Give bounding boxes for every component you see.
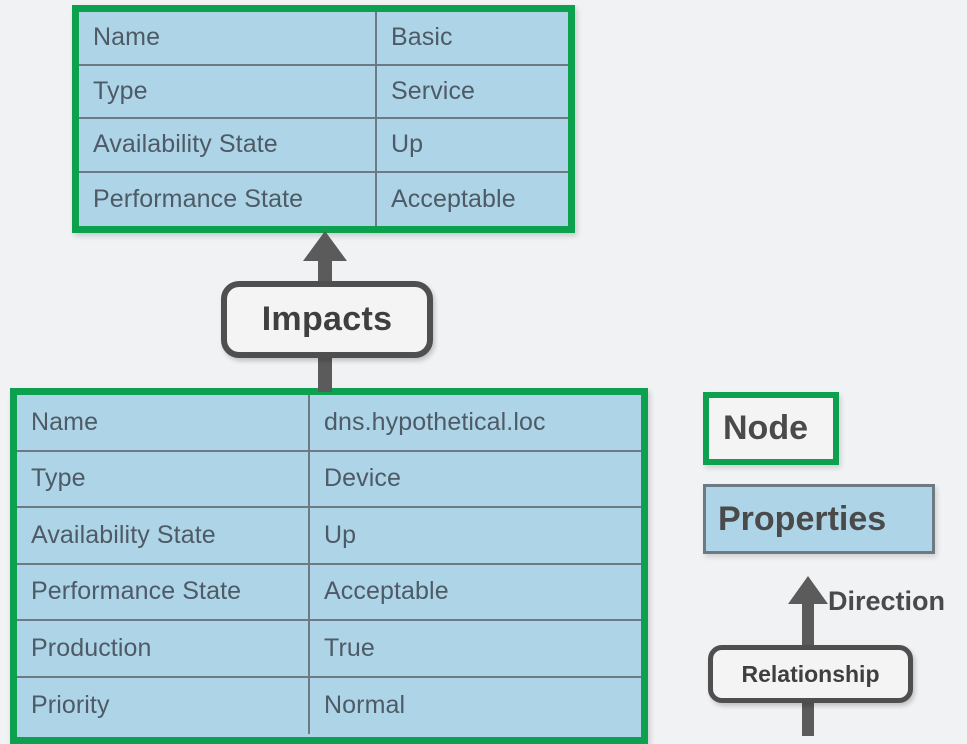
property-key: Type	[17, 451, 310, 506]
legend-direction-label: Direction	[828, 586, 946, 616]
relationship-label: Impacts	[261, 300, 393, 338]
legend-direction-connector-lower	[802, 700, 814, 736]
property-key: Name	[17, 395, 310, 450]
property-key: Performance State	[17, 564, 310, 619]
legend-swatch-relationship: Relationship	[708, 645, 913, 703]
table-row: Availability State Up	[17, 508, 641, 565]
table-row: Type Service	[79, 65, 568, 119]
property-key: Priority	[17, 677, 310, 734]
property-key: Performance State	[79, 172, 377, 226]
table-row: Name Basic	[79, 12, 568, 66]
property-value: True	[324, 633, 375, 662]
legend-relationship-label: Relationship	[741, 660, 880, 687]
property-value: Acceptable	[324, 577, 449, 606]
table-row: Performance State Acceptable	[79, 172, 568, 226]
property-value: Basic	[391, 23, 453, 52]
property-value: dns.hypothetical.loc	[324, 407, 546, 436]
property-key: Availability State	[17, 508, 310, 563]
property-key: Type	[79, 65, 377, 117]
table-row: Priority Normal	[17, 677, 641, 734]
property-key: Availability State	[79, 119, 377, 171]
impacts-connector-lower	[318, 352, 332, 392]
node-device[interactable]: Name dns.hypothetical.loc Type Device Av…	[10, 388, 648, 744]
legend-direction-connector-upper	[802, 600, 814, 648]
relationship-impacts[interactable]: Impacts	[221, 281, 433, 358]
property-value: Service	[391, 76, 476, 105]
legend-properties-label: Properties	[718, 499, 887, 538]
table-row: Type Device	[17, 451, 641, 508]
legend-direction-arrowhead-icon	[788, 576, 828, 604]
table-row: Production True	[17, 621, 641, 678]
legend-swatch-properties: Properties	[703, 484, 935, 554]
legend-node-label: Node	[723, 409, 808, 447]
impacts-arrowhead-icon	[303, 231, 347, 261]
property-value: Up	[324, 520, 357, 549]
table-row: Name dns.hypothetical.loc	[17, 395, 641, 452]
property-value: Up	[391, 130, 424, 159]
table-row: Performance State Acceptable	[17, 564, 641, 621]
property-value: Acceptable	[391, 184, 516, 213]
property-key: Production	[17, 621, 310, 676]
legend-swatch-node: Node	[703, 392, 839, 465]
property-value: Normal	[324, 691, 406, 720]
property-key: Name	[79, 12, 377, 64]
node-service[interactable]: Name Basic Type Service Availability Sta…	[72, 5, 575, 233]
impacts-connector-upper	[318, 258, 332, 288]
table-row: Availability State Up	[79, 119, 568, 173]
property-value: Device	[324, 464, 402, 493]
